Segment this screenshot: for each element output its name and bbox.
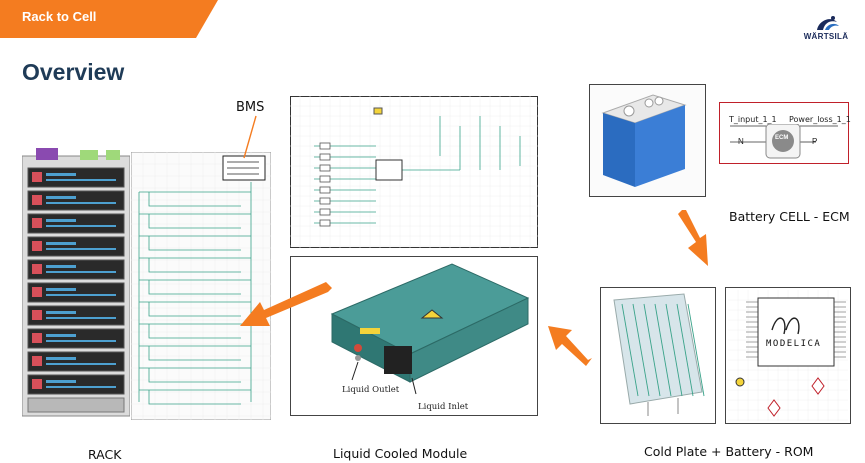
ecm-output-label: Power_loss_1_1 <box>789 115 851 124</box>
bms-pointer <box>243 115 257 159</box>
ecm-block-label: ECM <box>775 135 789 141</box>
ecm-input-label: T_input_1_1 <box>729 115 777 124</box>
cold-plate-image <box>613 293 705 416</box>
wartsila-logo <box>817 16 839 30</box>
modelica-logo: MODELICA <box>766 339 822 349</box>
module-image <box>330 263 530 395</box>
bms-label: BMS <box>236 100 265 115</box>
module-schematic <box>290 96 538 248</box>
battery-cell-ecm-label: Battery CELL - ECM <box>729 209 850 224</box>
rack-image <box>22 148 130 417</box>
ecm-block-icon <box>730 124 838 159</box>
arrow-cell-to-plate <box>678 210 708 266</box>
rack-schematic <box>131 152 271 420</box>
arrow-plate-to-module <box>548 326 592 366</box>
page-title: Overview <box>22 59 125 85</box>
ecm-pin-p: P <box>812 137 818 146</box>
header-tab-label: Rack to Cell <box>22 9 97 24</box>
wartsila-logo-text: WÄRTSILÄ <box>803 32 849 41</box>
battery-cell-image <box>601 94 687 187</box>
liquid-inlet-label: Liquid Inlet <box>418 402 469 412</box>
rack-caption: RACK <box>88 447 122 462</box>
modelica-diagram <box>728 290 848 421</box>
module-caption: Liquid Cooled Module <box>333 446 468 461</box>
header-tab <box>0 0 218 38</box>
cold-plate-caption: Cold Plate + Battery - ROM <box>644 444 814 459</box>
arrow-module-to-rack <box>240 282 332 326</box>
liquid-outlet-label: Liquid Outlet <box>342 385 400 395</box>
ecm-pin-n: N <box>738 137 744 146</box>
